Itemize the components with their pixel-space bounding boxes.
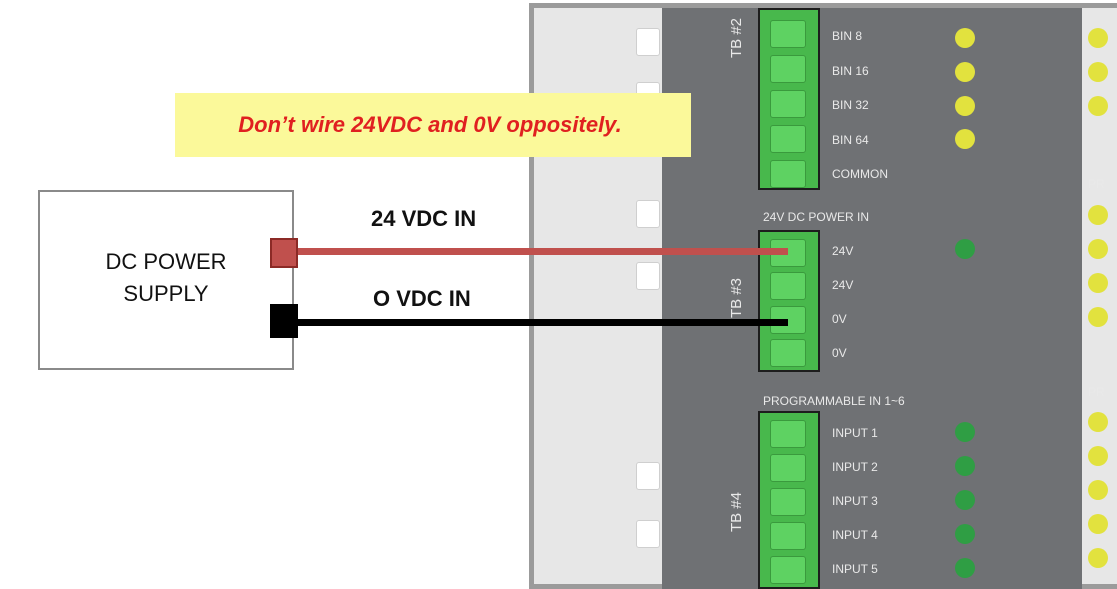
power-supply-label: DC POWER SUPPLY [105, 249, 227, 306]
warning-note-box [175, 93, 691, 157]
led-right [1088, 205, 1108, 225]
wire-0vdc [296, 319, 788, 326]
tb3-pin-2: 24V [832, 278, 854, 292]
led-input5 [955, 558, 975, 578]
led-right [1088, 239, 1108, 259]
led-bin16 [955, 62, 975, 82]
terminal-screw [770, 160, 806, 188]
terminal-screw [770, 339, 806, 367]
terminal-screw [770, 20, 806, 48]
wire-24vdc [296, 248, 788, 255]
controller-faceplate [662, 8, 1082, 589]
terminal-screw [770, 125, 806, 153]
led-right [1088, 446, 1108, 466]
led-input2 [955, 456, 975, 476]
led-bin32 [955, 96, 975, 116]
terminal-screw [770, 272, 806, 300]
led-bin64 [955, 129, 975, 149]
led-right [1088, 480, 1108, 500]
tb4-pin-3: INPUT 3 [832, 494, 878, 508]
tb3-header: 24V DC POWER IN [763, 210, 870, 224]
mounting-clip [636, 462, 660, 490]
led-input1 [955, 422, 975, 442]
tb3-name: TB #3 [728, 277, 745, 318]
tb4-pin-4: INPUT 4 [832, 528, 878, 542]
led-input3 [955, 490, 975, 510]
tb2-pin-3: BIN 32 [832, 98, 869, 112]
wire-label-0vdc: O VDC IN [373, 286, 471, 311]
mounting-clip [636, 520, 660, 548]
wire-label-24vdc: 24 VDC IN [371, 206, 477, 231]
dc-power-supply-box [38, 190, 294, 370]
terminal-screw [770, 55, 806, 83]
terminal-screw [770, 420, 806, 448]
tb2-pin-2: BIN 16 [832, 64, 869, 78]
led-right [1088, 307, 1108, 327]
led-right [1088, 514, 1108, 534]
terminal-screw [770, 90, 806, 118]
mounting-clip [636, 28, 660, 56]
tb2-pin-1: BIN 8 [832, 29, 863, 43]
mounting-clip [636, 200, 660, 228]
led-right [1088, 548, 1108, 568]
tb2-name: TB #2 [728, 17, 745, 58]
tb2-pin-4: BIN 64 [832, 133, 869, 147]
led-right [1088, 62, 1108, 82]
led-right [1088, 273, 1108, 293]
warning-note-text: Don’t wire 24VDC and 0V oppositely. [238, 112, 622, 137]
right-column-header: PR [1088, 177, 1105, 191]
right-column-header: PR [1088, 385, 1105, 399]
led-power [955, 239, 975, 259]
tb4-pin-1: INPUT 1 [832, 426, 878, 440]
negative-terminal [270, 304, 298, 338]
positive-terminal [270, 238, 298, 268]
led-right [1088, 412, 1108, 432]
terminal-screw [770, 454, 806, 482]
tb4-header: PROGRAMMABLE IN 1~6 [763, 394, 905, 408]
tb2-pin-5: COMMON [832, 167, 888, 181]
led-right [1088, 28, 1108, 48]
tb4-pin-5: INPUT 5 [832, 562, 878, 576]
tb3-pin-3: 0V [832, 312, 847, 326]
led-input4 [955, 524, 975, 544]
mounting-clip [636, 262, 660, 290]
led-bin8 [955, 28, 975, 48]
terminal-screw [770, 556, 806, 584]
tb4-name: TB #4 [728, 491, 745, 532]
tb3-pin-4: 0V [832, 346, 847, 360]
tb3-pin-1: 24V [832, 244, 854, 258]
led-right [1088, 96, 1108, 116]
terminal-screw [770, 522, 806, 550]
terminal-screw [770, 488, 806, 516]
tb4-pin-2: INPUT 2 [832, 460, 878, 474]
